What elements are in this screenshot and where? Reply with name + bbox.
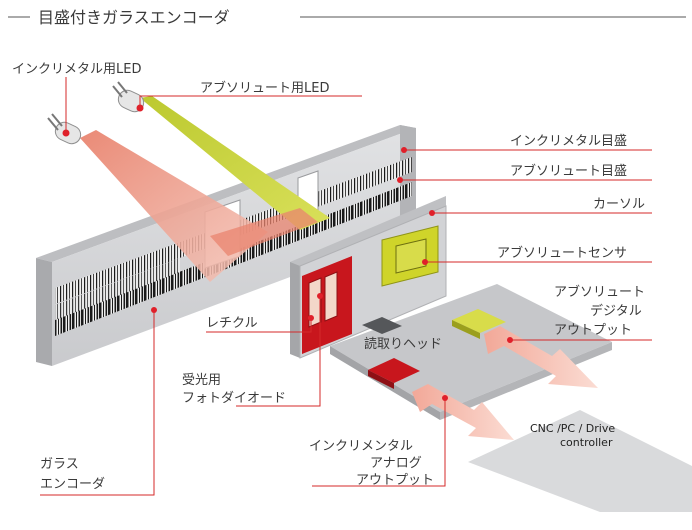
label-cursor: カーソル	[593, 197, 645, 212]
leader-incremental-analog-output	[312, 398, 446, 487]
label-glass-encoder-1: ガラス	[40, 457, 79, 472]
label-read-head: 読取りヘッド	[364, 336, 442, 352]
label-absolute-digital-output-3: アウトプット	[554, 323, 632, 338]
label-absolute-sensor: アブソリュートセンサ	[497, 245, 627, 261]
label-absolute-scale: アブソリュート目盛	[510, 163, 627, 179]
marker-glass-encoder	[151, 307, 157, 313]
beam-through-scale	[210, 208, 318, 256]
label-glass-encoder-2: エンコーダ	[40, 477, 105, 492]
marker-absolute-output	[507, 337, 513, 343]
label-photodiode-2: フォトダイオード	[182, 391, 286, 406]
read-head-chip	[362, 317, 402, 334]
label-controller-2: controller	[560, 436, 613, 449]
label-incremental-scale: インクリメタル目盛	[510, 134, 627, 149]
sensor-window	[395, 238, 427, 274]
marker-dots	[151, 147, 513, 401]
marker-reticle	[308, 315, 314, 321]
absolute-output-chip	[452, 309, 506, 333]
leader-absolute-led	[139, 95, 362, 108]
incremental-output-chip	[368, 358, 420, 383]
incremental-track-lower	[55, 258, 180, 320]
leader-glass-encoder	[40, 310, 155, 496]
marker-incremental-output	[442, 395, 448, 401]
incremental-led	[47, 113, 82, 145]
label-incremental-analog-output-3: アウトプット	[356, 473, 434, 488]
label-photodiode-1: 受光用	[182, 373, 221, 388]
label-absolute-led: アブソリュート用LED	[200, 80, 329, 96]
incremental-output-chip-side	[368, 370, 394, 389]
marker-absolute-sensor	[422, 259, 428, 265]
leader-lines	[40, 77, 652, 496]
marker-cursor	[429, 210, 435, 216]
page-title: 目盛付きガラスエンコーダ	[38, 8, 230, 27]
absolute-led	[112, 81, 145, 113]
controller-plate	[468, 410, 692, 512]
label-incremental-led: インクリメタル用LED	[12, 62, 141, 77]
label-absolute-digital-output-1: アブソリュート	[554, 284, 645, 300]
scale-top-edge	[36, 125, 416, 262]
label-incremental-analog-output-1: インクリメンタル	[309, 439, 413, 454]
label-incremental-analog-output-2: アナログ	[370, 456, 422, 471]
marker-absolute-scale	[397, 177, 403, 183]
leader-reticle	[206, 318, 312, 333]
incremental-output-arrow	[412, 384, 514, 440]
label-absolute-digital-output-2: デジタル	[590, 303, 642, 319]
leader-photodiode	[236, 296, 321, 407]
reticle-window-left	[308, 277, 322, 328]
absolute-led-beam	[140, 96, 330, 230]
marker-incremental-scale	[401, 147, 407, 153]
cursor-left-face	[290, 262, 300, 358]
absolute-output-chip-side	[452, 320, 480, 339]
label-reticle: レチクル	[206, 316, 258, 331]
reticle-window-right	[324, 271, 338, 322]
marker-photodiode	[317, 293, 323, 299]
label-controller-1: CNC /PC / Drive	[530, 422, 615, 435]
scale-end-face	[36, 258, 52, 366]
